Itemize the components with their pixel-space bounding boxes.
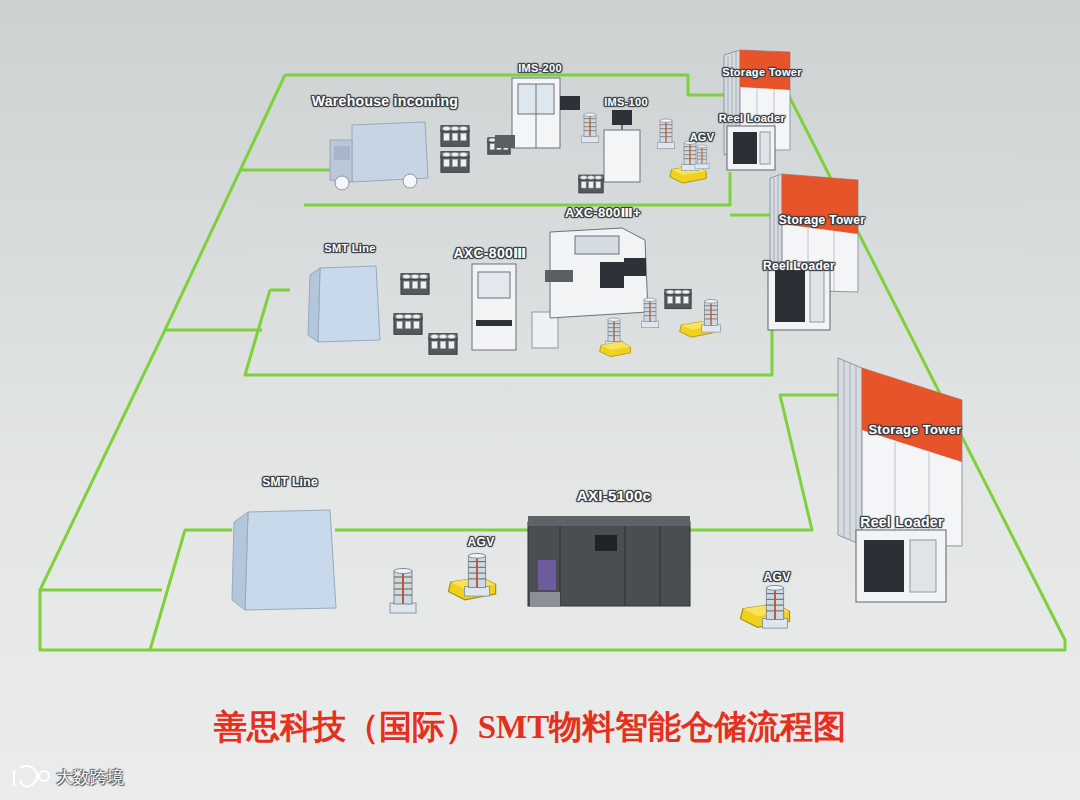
diagram-title: 善思科技（国际）SMT物料智能仓储流程图 [214, 705, 847, 750]
machine-label: Reel Loader [761, 258, 837, 274]
machine-name: IMS-100 [604, 96, 648, 108]
machine-name: IMS-200 [518, 62, 562, 74]
machine-label: SMT Line [260, 474, 320, 490]
machine-label: AGV [466, 534, 497, 550]
machine-name: AXC-800Ⅲ [453, 245, 526, 261]
machine-label: Storage Tower [866, 421, 963, 438]
machine-label: Storage Tower [777, 212, 867, 228]
machine-name: AGV [468, 535, 495, 549]
machine-label: AXC-800Ⅲ+ [563, 204, 643, 221]
machine-name: SMT Line [324, 242, 375, 254]
machine-label: AGV [762, 569, 793, 585]
machine-name: Storage Tower [779, 213, 865, 227]
machine-name: AXC-800Ⅲ+ [565, 205, 641, 220]
machine-name: AXI-5100c [577, 487, 651, 504]
machine-name: AGV [764, 570, 791, 584]
machine-name: Reel Loader [763, 259, 835, 273]
machine-label: Reel Loader [717, 111, 787, 125]
machine-label: Storage Tower [720, 65, 804, 79]
machine-label: AXI-5100c [575, 486, 653, 505]
machine-label: Reel Loader [858, 513, 945, 531]
machine-name: Warehouse incoming [312, 93, 458, 109]
machine-label: SMT Line [322, 241, 377, 255]
machine-label: Warehouse incoming [310, 92, 460, 110]
machine-label: IMS-100 [602, 95, 650, 109]
machine-label: IMS-200 [516, 61, 564, 75]
machine-label: AXC-800Ⅲ [451, 244, 528, 262]
machine-name: SMT Line [262, 475, 318, 489]
machine-name: Reel Loader [719, 112, 785, 124]
watermark: 大数跨境 [56, 766, 124, 789]
machine-label: AGV [688, 130, 717, 144]
machine-name: Storage Tower [868, 422, 961, 437]
machine-name: Reel Loader [860, 514, 943, 530]
machine-name: AGV [690, 131, 715, 143]
machine-name: Storage Tower [722, 66, 802, 78]
